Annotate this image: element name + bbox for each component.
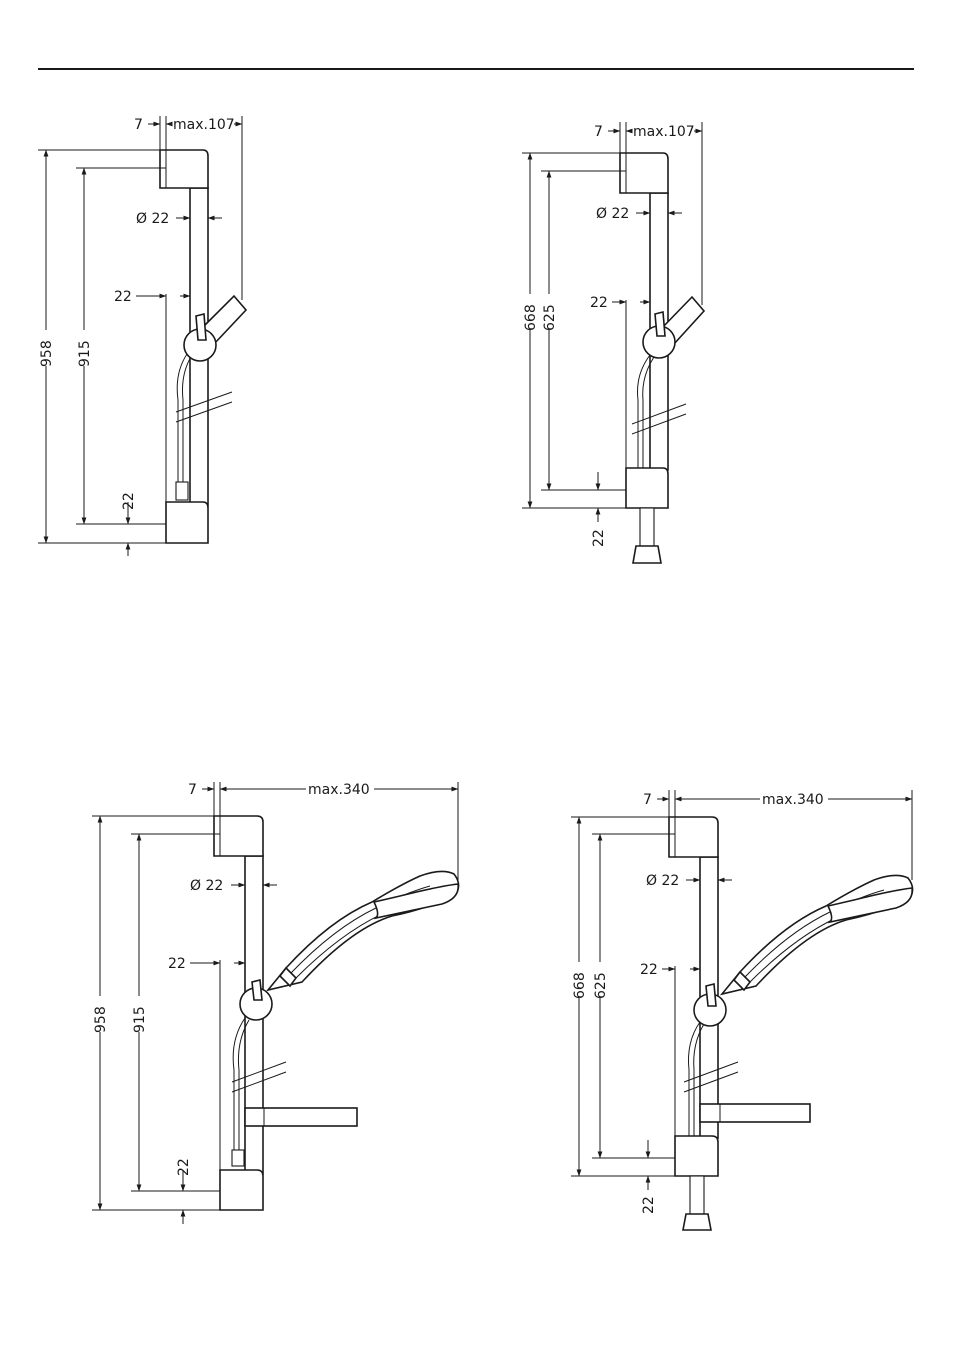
top-wall-bracket — [160, 150, 208, 188]
dim-reach: max.340 — [308, 782, 370, 798]
hand-shower — [268, 871, 459, 990]
dim-height-bar: 915 — [132, 1006, 148, 1033]
dim-height-total: 668 — [523, 304, 539, 331]
bottom-wall-bracket — [626, 468, 668, 508]
dim-bracket: 22 — [114, 289, 132, 305]
dim-bracket: 22 — [640, 962, 658, 978]
drawing-4-shower-set-668: 7 max.340 Ø 22 22 668 625 22 — [571, 790, 913, 1230]
hose-connector — [176, 482, 188, 500]
dim-height-total: 668 — [572, 972, 588, 999]
drawing-2-shower-rail-668: 7 max.107 Ø 22 22 668 625 22 — [522, 122, 704, 563]
bottom-wall-bracket — [675, 1136, 718, 1176]
dim-offset: 7 — [134, 117, 143, 133]
dim-diameter: Ø 22 — [136, 211, 169, 227]
hose-connector — [633, 546, 661, 563]
dim-reach: max.107 — [173, 117, 235, 133]
drawing-3-shower-set-958: 7 max.340 Ø 22 22 958 915 22 — [92, 782, 459, 1224]
dim-height-bar: 915 — [77, 340, 93, 367]
dim-offset: 7 — [188, 782, 197, 798]
dim-diameter: Ø 22 — [190, 878, 223, 894]
dim-diameter: Ø 22 — [646, 873, 679, 889]
dim-height-total: 958 — [93, 1006, 109, 1033]
top-wall-bracket — [214, 816, 263, 856]
top-wall-bracket — [669, 817, 718, 857]
dim-offset: 7 — [643, 792, 652, 808]
hose-connector — [683, 1214, 711, 1230]
dim-height-bar: 625 — [593, 972, 609, 999]
dim-reach: max.107 — [633, 124, 695, 140]
dim-bracket: 22 — [168, 956, 186, 972]
drawing-1-shower-rail-958: 7 max.107 Ø 22 22 958 915 22 — [38, 116, 246, 556]
top-wall-bracket — [620, 153, 668, 193]
hose-connector — [232, 1150, 244, 1166]
hand-shower — [722, 875, 913, 994]
dim-bottom: 22 — [591, 529, 607, 547]
soap-dish — [245, 1108, 357, 1126]
dim-bottom: 22 — [176, 1158, 192, 1176]
dim-bottom: 22 — [641, 1196, 657, 1214]
dim-diameter: Ø 22 — [596, 206, 629, 222]
dim-bottom: 22 — [121, 492, 137, 510]
dim-offset: 7 — [594, 124, 603, 140]
dim-bracket: 22 — [590, 295, 608, 311]
dim-height-bar: 625 — [542, 304, 558, 331]
soap-dish — [700, 1104, 810, 1122]
dim-height-total: 958 — [39, 340, 55, 367]
bottom-wall-bracket — [166, 502, 208, 543]
dim-reach: max.340 — [762, 792, 824, 808]
bottom-wall-bracket — [220, 1170, 263, 1210]
